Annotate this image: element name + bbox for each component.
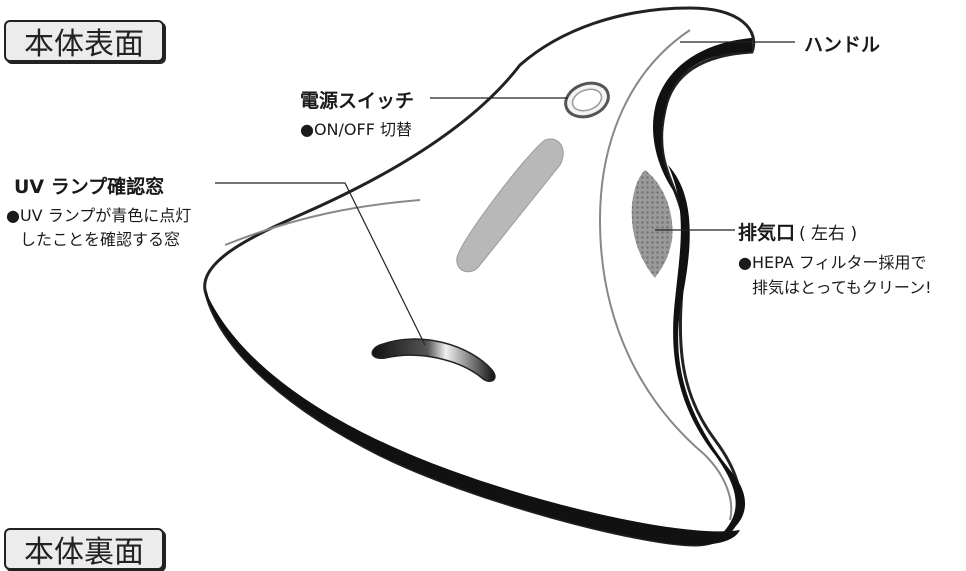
section-title-front-text: 本体表面 [24,27,144,62]
power-switch-inner [571,88,603,112]
callout-exhaust-desc-line1: ●HEPA フィルター採用で [738,253,927,272]
inner-contour [598,29,733,521]
device-diagram [203,6,795,547]
callout-exhaust-label-main: 排気口 [738,222,796,244]
callout-exhaust-label: 排気口( 左右 ) [738,218,857,245]
shoulder-line [224,199,421,246]
section-title-back-text: 本体裏面 [24,535,144,570]
callout-exhaust-label-sub: ( 左右 ) [799,224,858,244]
callout-handle-label: ハンドル [804,34,881,56]
section-title-back: 本体裏面 [4,528,164,570]
callout-uv-desc-line2: したことを確認する窓 [20,230,181,249]
handle-band [652,38,752,200]
uv-leader [215,182,426,346]
grip-slot [456,138,564,273]
section-title-front: 本体表面 [4,20,164,62]
uv-window [371,338,496,382]
callout-power-label: 電源スイッチ [300,90,415,112]
callout-exhaust-desc-line2: 排気はとってもクリーン! [752,278,932,297]
callout-power-desc: ●ON/OFF 切替 [300,120,413,139]
side-edge [668,165,746,540]
callout-uv-label: UV ランプ確認窓 [14,176,165,198]
callout-uv-desc-line1: ●UV ランプが青色に点灯 [6,206,192,225]
